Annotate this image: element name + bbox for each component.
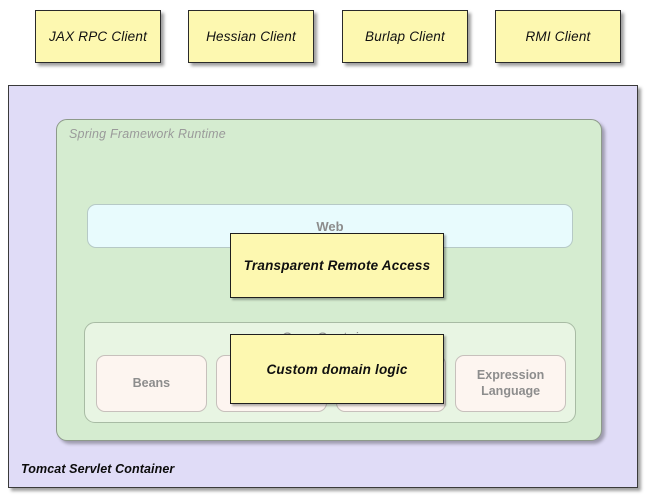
spring-framework-runtime-label: Spring Framework Runtime xyxy=(69,127,226,141)
overlay-label: Transparent Remote Access xyxy=(243,258,431,273)
overlay-label: Custom domain logic xyxy=(266,361,408,377)
tomcat-servlet-container-label: Tomcat Servlet Container xyxy=(21,462,175,476)
client-box-label: RMI Client xyxy=(525,29,591,44)
client-box-label: Hessian Client xyxy=(206,29,296,44)
client-box-jax-rpc[interactable]: JAX RPC Client xyxy=(35,10,161,63)
client-box-burlap[interactable]: Burlap Client xyxy=(342,10,468,63)
overlay-custom-domain-logic[interactable]: Custom domain logic xyxy=(230,334,444,404)
core-module-label: Beans xyxy=(132,375,171,390)
overlay-transparent-remote-access[interactable]: Transparent Remote Access xyxy=(230,233,444,298)
core-module-label: Expression Language xyxy=(476,367,545,398)
web-layer-label: Web xyxy=(316,218,344,234)
core-module-expression-language[interactable]: Expression Language xyxy=(455,355,566,412)
client-box-hessian[interactable]: Hessian Client xyxy=(188,10,314,63)
core-module-beans[interactable]: Beans xyxy=(96,355,207,412)
client-box-rmi[interactable]: RMI Client xyxy=(495,10,621,63)
client-box-label: Burlap Client xyxy=(365,29,445,44)
tomcat-servlet-container: Spring Framework Runtime Web Core Contai… xyxy=(8,85,638,488)
client-box-label: JAX RPC Client xyxy=(48,29,148,44)
